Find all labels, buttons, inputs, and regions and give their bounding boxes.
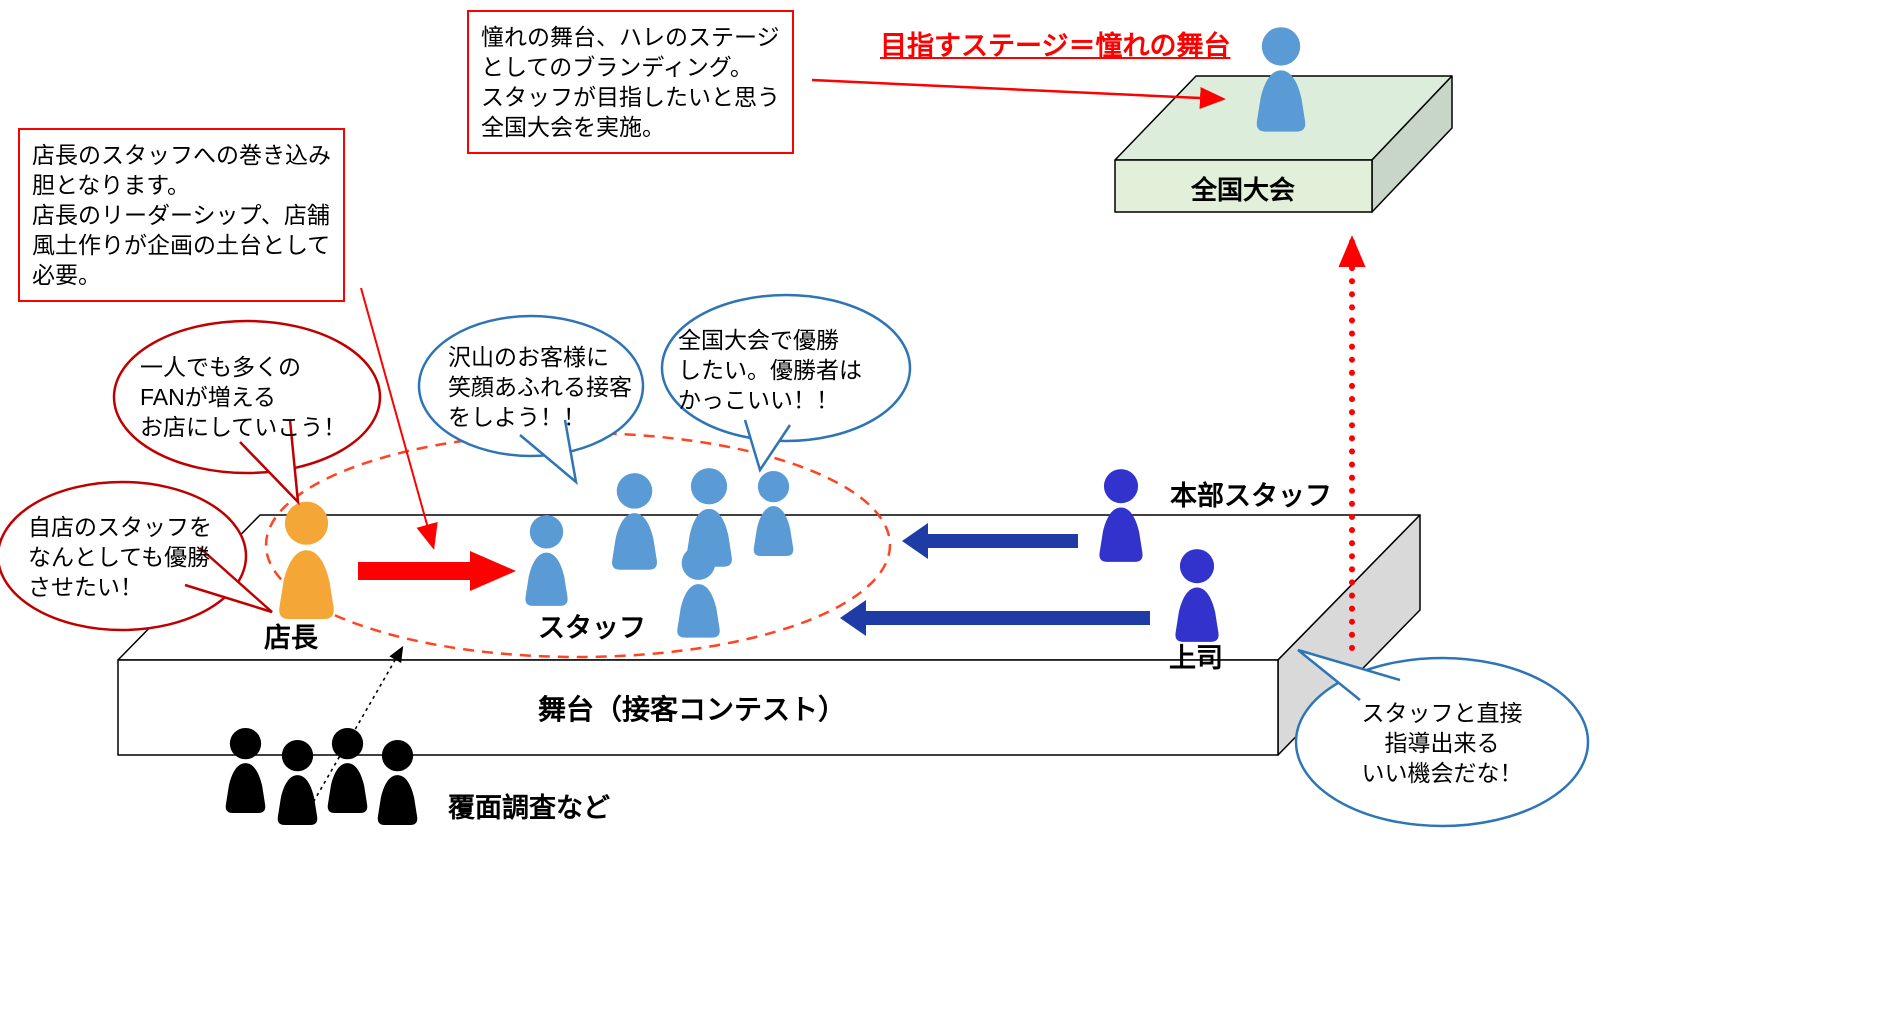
speech-bubble-staff-smile — [417, 314, 645, 486]
note-line: 必要。 — [32, 262, 101, 288]
hq-to-staff-arrow — [902, 523, 1078, 559]
speech-bubble-manager-fan — [112, 319, 382, 506]
note-branding: 憧れの舞台、ハレのステージ としてのブランディング。 スタッフが目指したいと思う… — [467, 10, 794, 154]
label-mystery-shopper: 覆面調査など — [448, 793, 610, 823]
bubble-text-staff-win: 全国大会で優勝 したい。優勝者は かっこいい！！ — [678, 327, 862, 413]
note-line: 胆となります。 — [32, 172, 191, 198]
label-hq-staff: 本部スタッフ — [1170, 481, 1332, 511]
stage-front-face — [117, 659, 1279, 756]
label-staff: スタッフ — [538, 613, 646, 643]
speech-bubble-manager-win — [0, 480, 273, 632]
note-line: 全国大会を実施。 — [481, 114, 665, 140]
label-national-tournament: 全国大会 — [1190, 175, 1295, 205]
leadership-box-arrow — [360, 287, 438, 550]
boss-to-staff-arrow — [840, 600, 1150, 636]
national-platform-3d-box — [1114, 75, 1453, 213]
platform-front-face — [1114, 159, 1373, 213]
note-leadership: 店長のスタッフへの巻き込み 胆となります。 店長のリーダーシップ、店舗 風土作り… — [18, 128, 345, 302]
bubble-text-manager-win: 自店のスタッフを なんとしても優勝 させたい！ — [28, 514, 212, 600]
branding-box-arrow — [811, 78, 1226, 109]
speech-bubble-staff-win — [660, 293, 912, 473]
page-title: 目指すステージ＝憧れの舞台 — [880, 31, 1231, 61]
label-stage: 舞台（接客コンテスト） — [537, 694, 846, 725]
person-icon-shopper-2 — [277, 739, 318, 826]
note-line: 店長のリーダーシップ、店舗 — [32, 202, 330, 228]
bubble-text-staff-smile: 沢山のお客様に 笑顔あふれる接客 をしよう！！ — [448, 344, 632, 430]
bubble-text-boss-chance: スタッフと直接 指導出来る いい機会だな！ — [1361, 700, 1523, 786]
bubble-text-manager-fan: 一人でも多くの FANが増える お店にしていこう！ — [140, 354, 347, 440]
person-icon-shopper-1 — [225, 727, 266, 814]
person-icon-shopper-3 — [327, 727, 368, 814]
speech-bubble-boss-chance — [1294, 648, 1590, 828]
manager-to-staff-arrow — [358, 551, 516, 591]
shopper-dotted-arrow — [302, 645, 404, 821]
note-line: 憧れの舞台、ハレのステージ — [481, 24, 780, 50]
note-line: 店長のスタッフへの巻き込み — [32, 142, 331, 168]
note-line: 風土作りが企画の土台として — [32, 232, 331, 258]
label-store-manager: 店長 — [264, 623, 318, 653]
person-icon-shopper-4 — [377, 739, 418, 826]
note-line: スタッフが目指したいと思う — [481, 84, 780, 110]
person-icon-staff-4 — [753, 470, 794, 557]
note-line: としてのブランディング。 — [481, 54, 753, 80]
stage-3d-box — [117, 514, 1421, 756]
label-boss: 上司 — [1169, 643, 1223, 673]
